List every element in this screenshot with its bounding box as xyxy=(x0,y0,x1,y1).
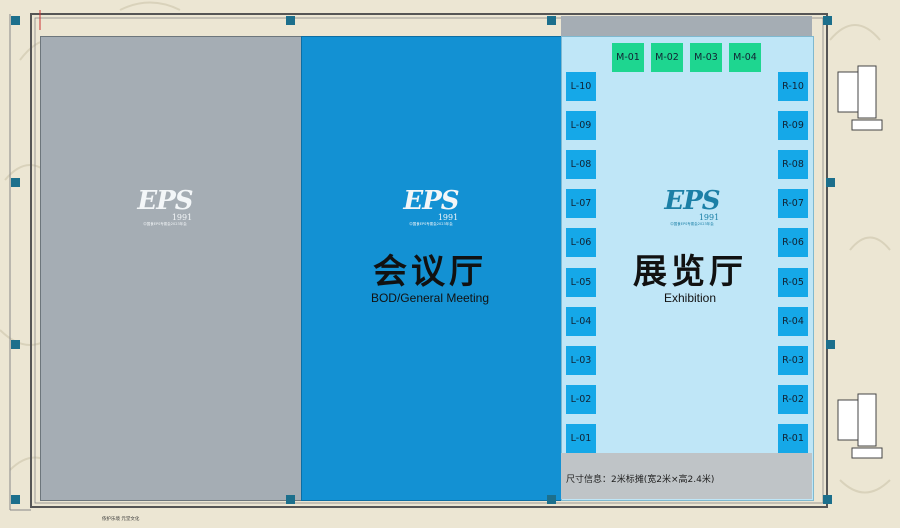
logo-mark: EPS xyxy=(664,186,720,216)
pillar xyxy=(547,495,556,504)
booth-r-01[interactable]: R-01 xyxy=(778,424,808,453)
logo-subtitle: 中国食EPS专委会2023年会 xyxy=(409,222,453,226)
eps-logo-exhibition-hall: EPS 1991 中国食EPS专委会2023年会 xyxy=(657,188,727,227)
booth-r-03[interactable]: R-03 xyxy=(778,346,808,375)
meeting-hall xyxy=(301,36,562,501)
footer-note: 侬护乐境 元堂文化 xyxy=(102,517,140,522)
booth-l-02[interactable]: L-02 xyxy=(566,385,596,414)
booth-r-02[interactable]: R-02 xyxy=(778,385,808,414)
pillar xyxy=(547,16,556,25)
booth-r-07[interactable]: R-07 xyxy=(778,189,808,218)
booth-m-02[interactable]: M-02 xyxy=(651,43,683,72)
booth-m-04[interactable]: M-04 xyxy=(729,43,761,72)
eps-logo-side-hall: EPS 1991 中国食EPS专委会2023年会 xyxy=(130,188,200,227)
logo-mark: EPS xyxy=(403,186,459,216)
meeting-hall-title-cn: 会议厅 xyxy=(373,252,487,292)
meeting-hall-title-en: BOD/General Meeting xyxy=(370,291,490,305)
exhibition-hall-title-en: Exhibition xyxy=(663,291,717,305)
logo-year: 1991 xyxy=(171,213,193,222)
pillar xyxy=(286,16,295,25)
logo-mark: EPS xyxy=(137,186,193,216)
booth-l-04[interactable]: L-04 xyxy=(566,307,596,336)
booth-r-04[interactable]: R-04 xyxy=(778,307,808,336)
pillar xyxy=(286,495,295,504)
booth-l-01[interactable]: L-01 xyxy=(566,424,596,453)
booth-l-08[interactable]: L-08 xyxy=(566,150,596,179)
pillar xyxy=(826,178,835,187)
logo-year: 1991 xyxy=(437,213,459,222)
pillar xyxy=(826,340,835,349)
booth-l-07[interactable]: L-07 xyxy=(566,189,596,218)
logo-subtitle: 中国食EPS专委会2023年会 xyxy=(143,222,187,226)
booth-r-06[interactable]: R-06 xyxy=(778,228,808,257)
booth-m-01[interactable]: M-01 xyxy=(612,43,644,72)
logo-year: 1991 xyxy=(698,213,720,222)
logo-subtitle: 中国食EPS专委会2023年会 xyxy=(670,222,714,226)
pillar xyxy=(11,340,20,349)
booth-r-05[interactable]: R-05 xyxy=(778,268,808,297)
booth-l-06[interactable]: L-06 xyxy=(566,228,596,257)
exhibition-hall xyxy=(561,36,814,501)
booth-r-10[interactable]: R-10 xyxy=(778,72,808,101)
booth-l-05[interactable]: L-05 xyxy=(566,268,596,297)
booth-l-10[interactable]: L-10 xyxy=(566,72,596,101)
pillar xyxy=(823,16,832,25)
booth-size-note: 尺寸信息：2米标摊(宽2米×高2.4米) xyxy=(566,475,715,485)
pillar xyxy=(823,495,832,504)
booth-l-09[interactable]: L-09 xyxy=(566,111,596,140)
eps-logo-meeting-hall: EPS 1991 中国食EPS专委会2023年会 xyxy=(396,188,466,227)
booth-l-03[interactable]: L-03 xyxy=(566,346,596,375)
booth-m-03[interactable]: M-03 xyxy=(690,43,722,72)
exhibition-bottom-strip xyxy=(561,453,812,499)
pillar xyxy=(11,495,20,504)
pillar xyxy=(11,178,20,187)
pillar xyxy=(11,16,20,25)
exhibition-top-strip xyxy=(561,16,812,36)
side-hall xyxy=(40,36,302,501)
booth-r-09[interactable]: R-09 xyxy=(778,111,808,140)
booth-r-08[interactable]: R-08 xyxy=(778,150,808,179)
exhibition-hall-title-cn: 展览厅 xyxy=(633,252,747,292)
